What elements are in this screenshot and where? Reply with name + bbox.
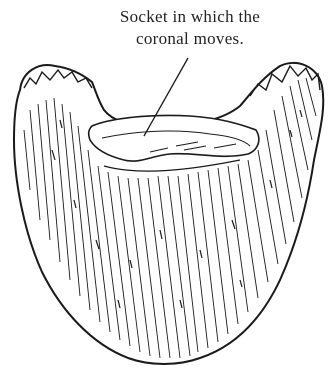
bone-outline — [14, 63, 323, 364]
